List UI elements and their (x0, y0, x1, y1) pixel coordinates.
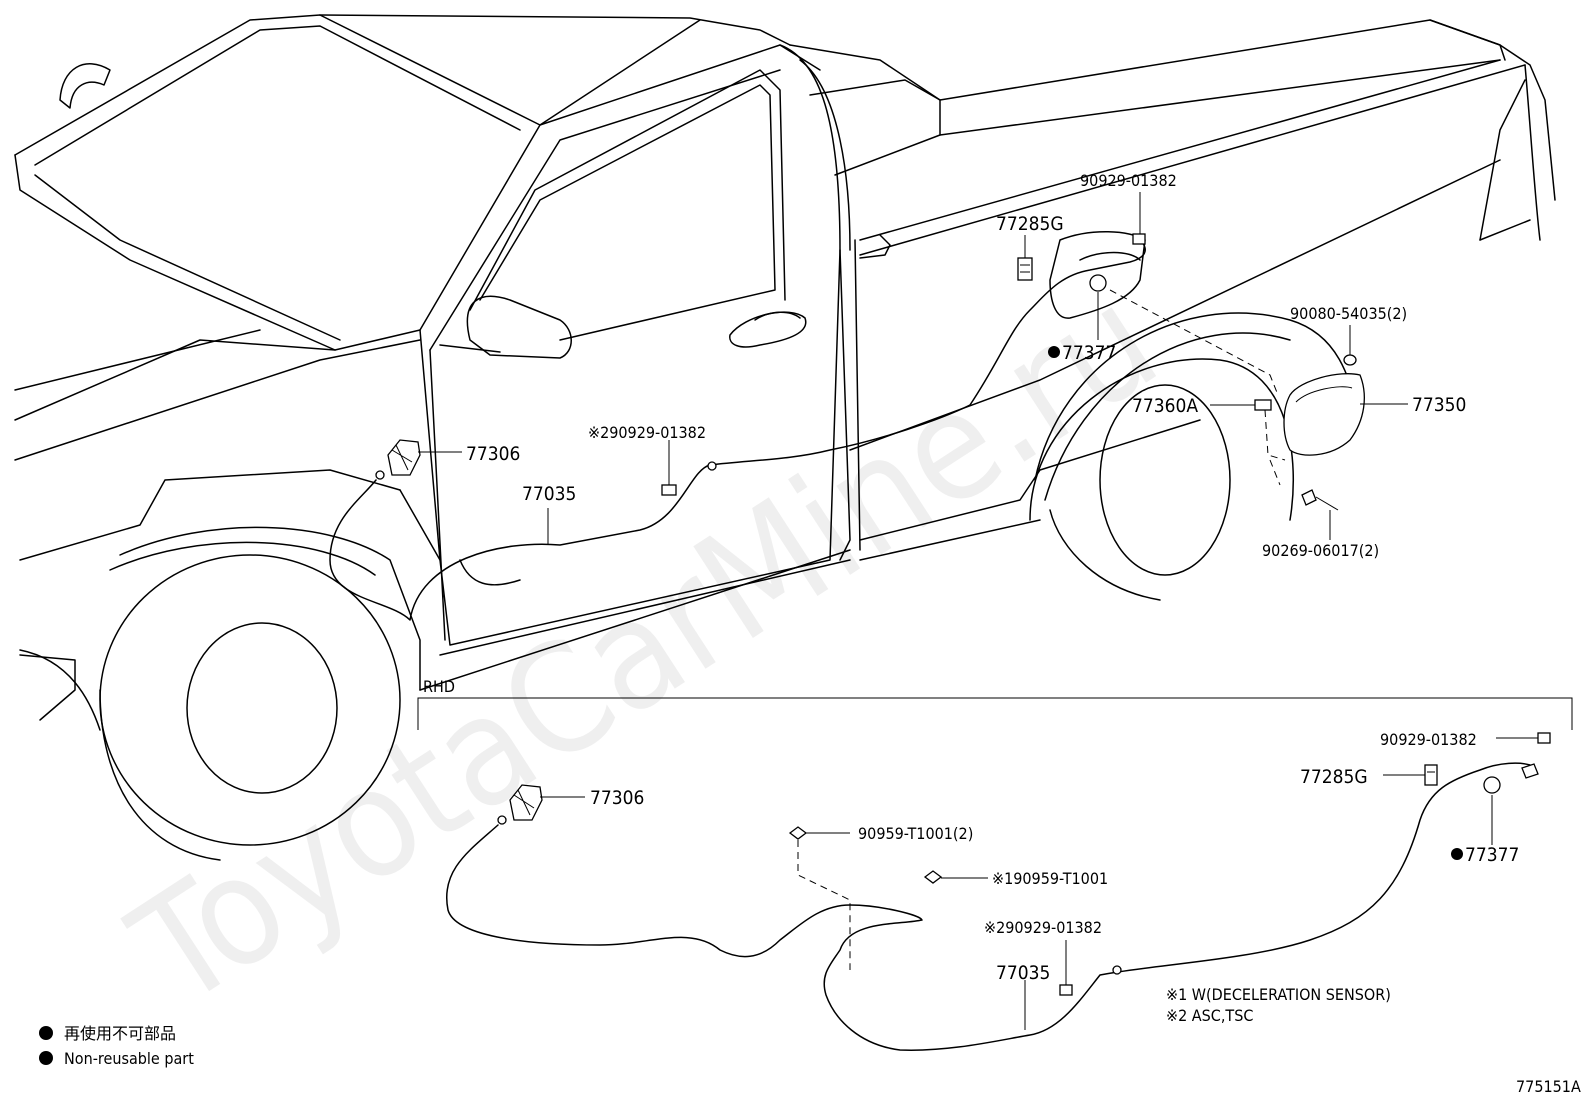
label-90929-01382-rhd: 90929-01382 (1380, 730, 1477, 749)
label-77306-top: 77306 (466, 443, 520, 465)
label-77360a: 77360A (1132, 395, 1198, 417)
cable-clip-asc (661, 440, 677, 496)
note-asc-tsc: ※2 ASC,TSC (1166, 1006, 1253, 1025)
rhd-cable-clip (1496, 732, 1551, 744)
rhd-clip-90959 (788, 826, 850, 840)
label-90929-01382-top: 90929-01382 (1080, 171, 1177, 190)
label-asc-clip-rhd: ※290929-01382 (984, 918, 1102, 937)
rhd-fuel-lid-opener-lever (497, 784, 585, 825)
rhd-cable-clip-asc (1059, 940, 1073, 996)
label-77285g-top: 77285G (996, 213, 1064, 235)
rhd-section-label: RHD (423, 677, 455, 696)
label-90080-54035: 90080-54035(2) (1290, 304, 1407, 323)
fuel-filler-door (1283, 373, 1408, 456)
rhd-fuel-lid-lock-cable (445, 762, 1531, 1051)
label-77306-rhd: 77306 (590, 787, 644, 809)
cable-clip (1132, 192, 1146, 245)
figure-id: 775151A (1516, 1077, 1581, 1096)
rhd-cable-end-fitting (1521, 763, 1539, 779)
rhd-grommet (1483, 776, 1501, 845)
door-hinge-bracket (1210, 399, 1272, 411)
rhd-fuel-lid-bracket (1383, 764, 1438, 786)
legend-bullet-en (39, 1051, 53, 1065)
legend-text-jp: 再使用不可部品 (64, 1024, 176, 1043)
fuel-lid-bracket (1017, 235, 1033, 281)
label-asc-clip-top: ※290929-01382 (588, 423, 706, 442)
label-90269-06017: 90269-06017(2) (1262, 541, 1379, 560)
grommet (1089, 274, 1107, 340)
fuel-lid-lock-cable (329, 239, 1146, 621)
label-77350: 77350 (1412, 394, 1466, 416)
label-77035-top: 77035 (522, 483, 576, 505)
vehicle-body-outline (14, 14, 1556, 861)
rhd-clip-w-sensor (923, 870, 988, 884)
label-77035-rhd: 77035 (996, 962, 1050, 984)
rhd-non-reusable-marker (1451, 848, 1463, 860)
label-w-clip-90959-t1001: ※190959-T1001 (992, 869, 1108, 888)
screw (1301, 489, 1339, 540)
label-77285g-rhd: 77285G (1300, 766, 1368, 788)
note-w-deceleration-sensor: ※1 W(DECELERATION SENSOR) (1166, 985, 1391, 1004)
fuel-lid-opener-lever (375, 439, 462, 480)
label-90959-t1001: 90959-T1001(2) (858, 824, 973, 843)
non-reusable-marker (1048, 346, 1060, 358)
legend-text-en: Non-reusable part (64, 1049, 194, 1068)
rhd-section-bracket (417, 697, 1573, 730)
label-77377-rhd: 77377 (1465, 844, 1519, 866)
label-77377-top: 77377 (1062, 342, 1116, 364)
clip-90080 (1343, 325, 1357, 366)
legend-bullet-jp (39, 1026, 53, 1040)
